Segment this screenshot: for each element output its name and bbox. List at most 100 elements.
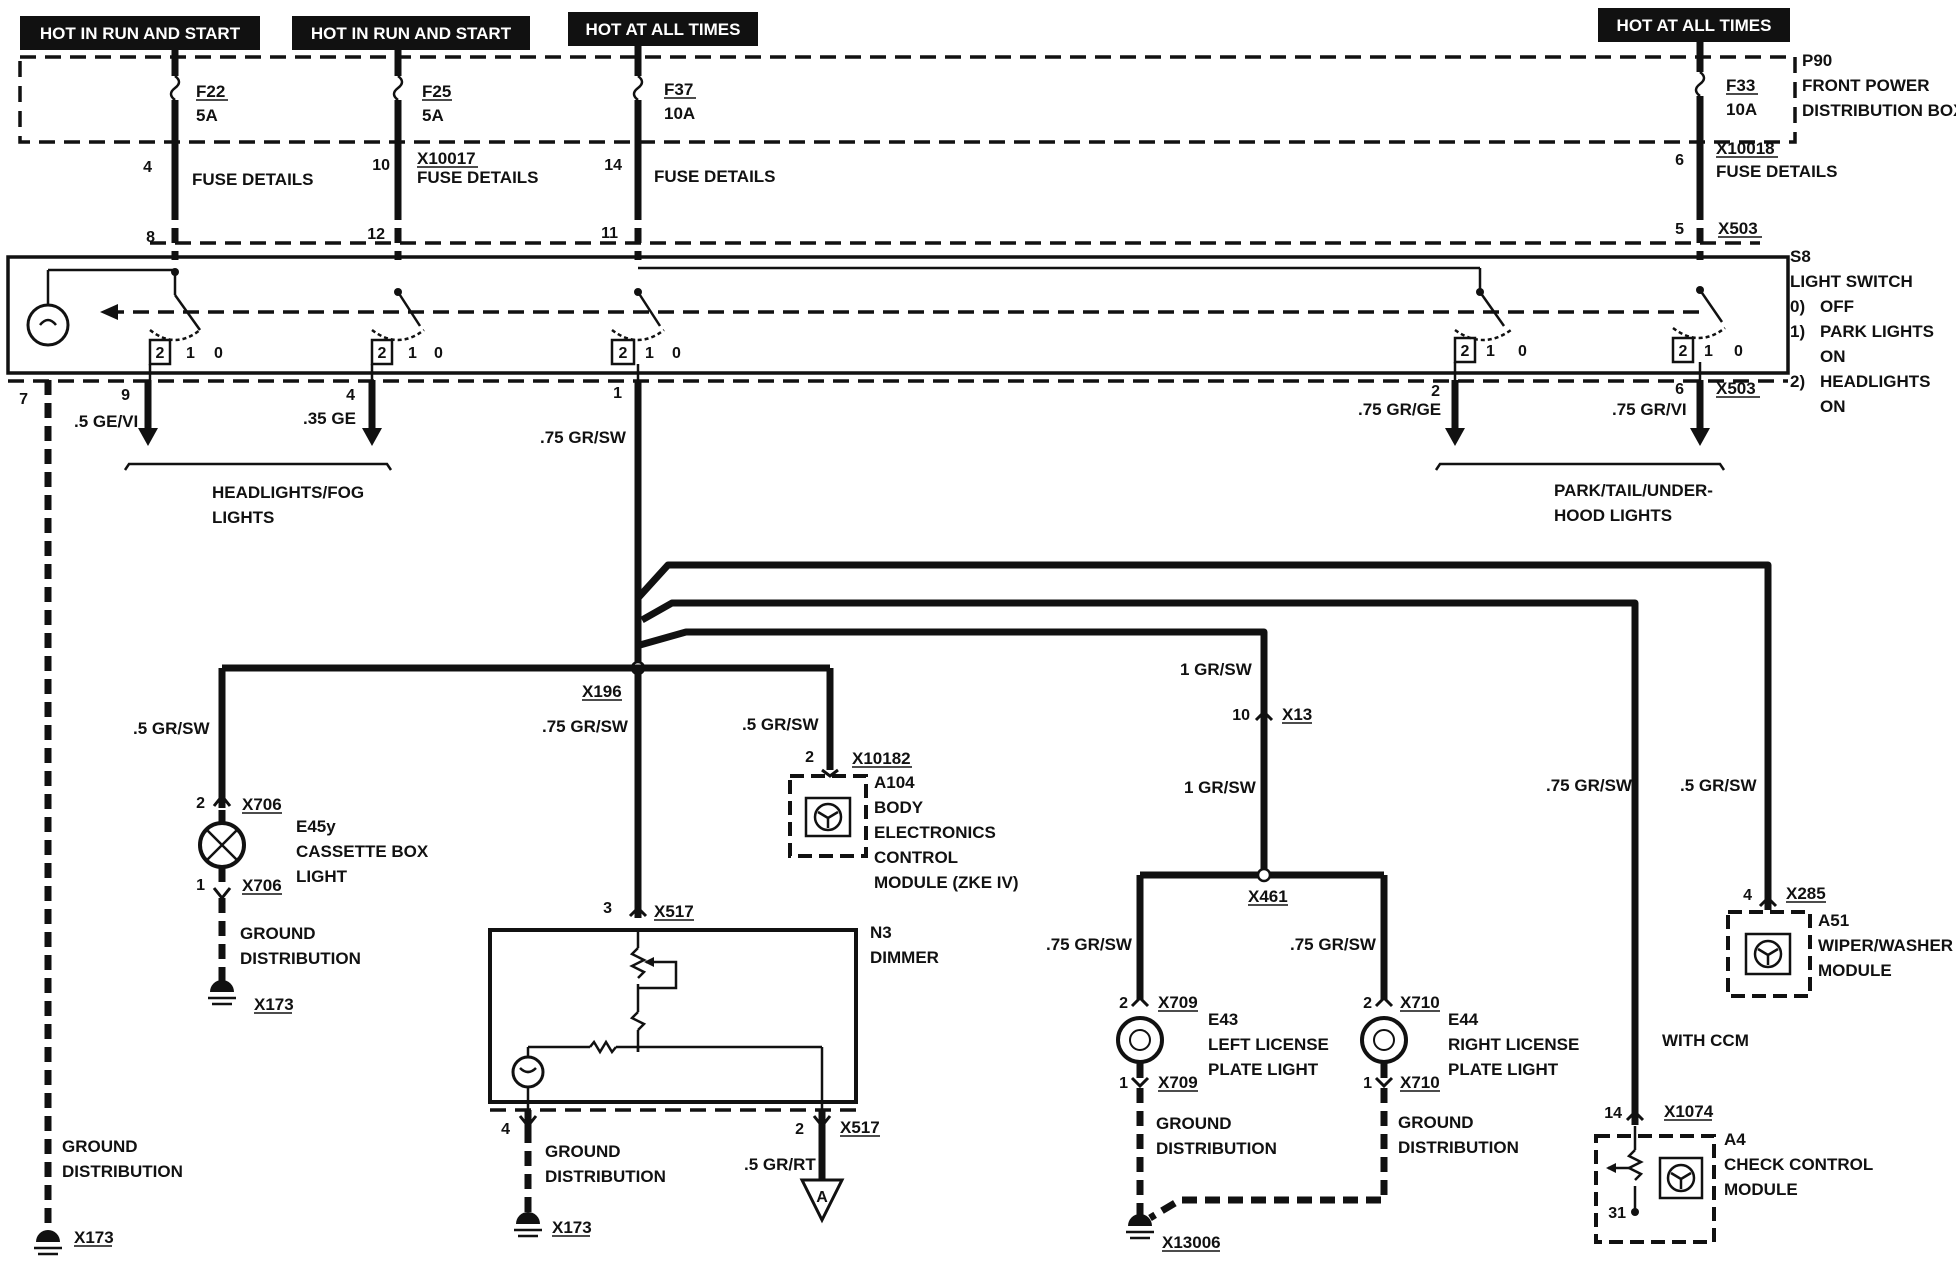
switch-contact-1: 2 1 0 [148, 268, 223, 366]
splice-x196: X196 .5 GR/SW .75 GR/SW .5 GR/SW [133, 664, 834, 918]
pin-label: 1 [1119, 1075, 1128, 1092]
component-id: E44 [1448, 1010, 1479, 1029]
switch-input-pins: 8 12 11 5 X503 [146, 205, 1762, 260]
switch-position-label: 0 [434, 345, 443, 362]
group-label-headlights: HEADLIGHTS/FOG [212, 483, 364, 502]
ground-label-2: DISTRIBUTION [62, 1162, 183, 1181]
pin-label: 9 [121, 387, 130, 404]
main-feed-wire: 1 .75 GR/SW [540, 380, 1772, 1125]
pin-label: 31 [1608, 1205, 1626, 1222]
pin-label: 11 [601, 225, 618, 242]
pin-label: 1 [613, 385, 622, 402]
pin-label: 1 [196, 877, 205, 894]
ground-x173: X173 [74, 1228, 114, 1247]
wire-label: .75 GR/SW [1546, 776, 1633, 795]
component-label: DIMMER [870, 948, 939, 967]
wire-label: .5 GE/VI [74, 412, 138, 431]
pin-label: 14 [604, 157, 622, 174]
switch-position-label: 1 [1704, 343, 1713, 360]
connector-x13: X13 [1282, 705, 1312, 724]
connector-x710: X710 [1400, 1073, 1440, 1092]
header-text: HOT AT ALL TIMES [586, 20, 741, 39]
pin-label: 6 [1675, 152, 1684, 169]
header-hot-at-all-times-1: HOT AT ALL TIMES [568, 12, 758, 46]
component-label-2: LIGHT [296, 867, 348, 886]
left-ground-distribution: GROUND DISTRIBUTION X173 [34, 1137, 183, 1256]
component-label-4: MODULE (ZKE IV) [874, 873, 1019, 892]
fuse-name: F25 [422, 82, 451, 101]
connector-x285: X285 [1786, 884, 1826, 903]
connector-x709: X709 [1158, 1073, 1198, 1092]
switch-pos-1: 1) [1790, 322, 1805, 341]
wire-label: .5 GR/SW [742, 715, 819, 734]
switch-position-label: 0 [214, 345, 223, 362]
power-box-label-1: FRONT POWER [1802, 76, 1930, 95]
ground-label-2: DISTRIBUTION [545, 1167, 666, 1186]
wire-label: .75 GR/SW [540, 428, 627, 447]
fuse-name: F37 [664, 80, 693, 99]
component-label-2: PLATE LIGHT [1448, 1060, 1559, 1079]
connector-x10017: X10017 [417, 149, 476, 168]
license-plate-branch: 1 GR/SW 10 X13 1 GR/SW X461 .75 GR/SW .7… [1046, 660, 1388, 1000]
check-control-module-a4: WITH CCM 14 X1074 31 A4 CHECK CONTROL MO… [1594, 1031, 1873, 1244]
pin-label: 10 [372, 157, 390, 174]
group-label-park: PARK/TAIL/UNDER- [1554, 481, 1713, 500]
wire-label: .75 GR/SW [1290, 935, 1377, 954]
connector-x517: X517 [654, 902, 694, 921]
ground-label-2: DISTRIBUTION [1398, 1138, 1519, 1157]
pin-label: 10 [1232, 707, 1250, 724]
connector-x706: X706 [242, 795, 282, 814]
header-text: HOT AT ALL TIMES [1617, 16, 1772, 35]
wire-label: .5 GR/RT [744, 1155, 816, 1174]
offpage-connector-a: A [816, 1189, 828, 1206]
fuse-f37: F37 10A [632, 46, 696, 150]
wire-label: .35 GE [303, 409, 356, 428]
switch-position-label: 0 [672, 345, 681, 362]
switch-position-label: 1 [408, 345, 417, 362]
switch-position-label: 1 [645, 345, 654, 362]
ground-x173: X173 [254, 995, 294, 1014]
connector-x706: X706 [242, 876, 282, 895]
switch-contact-4: 2 1 0 [1453, 288, 1527, 364]
switch-position-label: 2 [1679, 343, 1688, 360]
header-hot-at-all-times-2: HOT AT ALL TIMES [1598, 8, 1790, 42]
ground-label-2: DISTRIBUTION [240, 949, 361, 968]
fuse-details-label: FUSE DETAILS [417, 168, 539, 187]
header-text: HOT IN RUN AND START [311, 24, 512, 43]
pin-label: 14 [1604, 1105, 1622, 1122]
component-id: A4 [1724, 1130, 1746, 1149]
switch-position-label: 1 [186, 345, 195, 362]
switch-position-label: 2 [619, 345, 628, 362]
header-hot-run-start-2: HOT IN RUN AND START [292, 16, 530, 50]
wire-label: 1 GR/SW [1184, 778, 1257, 797]
ground-label-2: DISTRIBUTION [1156, 1139, 1277, 1158]
switch-name: LIGHT SWITCH [1790, 272, 1913, 291]
pin-label: 2 [1119, 995, 1128, 1012]
fuse-details-section: 4 FUSE DETAILS 10 X10017 FUSE DETAILS 14… [143, 139, 1838, 205]
component-label: CASSETTE BOX [296, 842, 429, 861]
fuse-name: F33 [1726, 76, 1755, 95]
pin-label: 4 [346, 387, 355, 404]
switch-position-label: 2 [1461, 343, 1470, 360]
switch-pos-2: 2) [1790, 372, 1805, 391]
switch-position-label: 2 [156, 345, 165, 362]
ground-label: GROUND [1398, 1113, 1474, 1132]
switch-pos-0: 0) [1790, 297, 1805, 316]
component-label: CHECK CONTROL [1724, 1155, 1873, 1174]
pin-label: 4 [1743, 887, 1752, 904]
switch-contact-5: 2 1 0 [1671, 286, 1743, 364]
pin-label: 1 [1363, 1075, 1372, 1092]
power-box-id: P90 [1802, 51, 1832, 70]
header-hot-run-start-1: HOT IN RUN AND START [20, 16, 260, 50]
pin-label: 6 [1675, 381, 1684, 398]
header-text: HOT IN RUN AND START [40, 24, 241, 43]
switch-pos-0-desc: OFF [1820, 297, 1854, 316]
connector-x461: X461 [1248, 887, 1288, 906]
ground-x13006: X13006 [1126, 1214, 1221, 1252]
pin-label: 7 [19, 391, 28, 408]
output-headlights: 7 9 .5 GE/VI 4 .35 GE HEADLIGHTS/FOG LIG… [19, 380, 393, 1240]
body-electronics-module-a104: 2 X10182 A104 BODY ELECTRONICS CONTROL M… [788, 749, 1019, 892]
ground-label: GROUND [240, 924, 316, 943]
component-label-2: PLATE LIGHT [1208, 1060, 1319, 1079]
right-license-plate-light-e44: 2 X710 1 X710 E44 RIGHT LICENSE PLATE LI… [1148, 993, 1579, 1222]
